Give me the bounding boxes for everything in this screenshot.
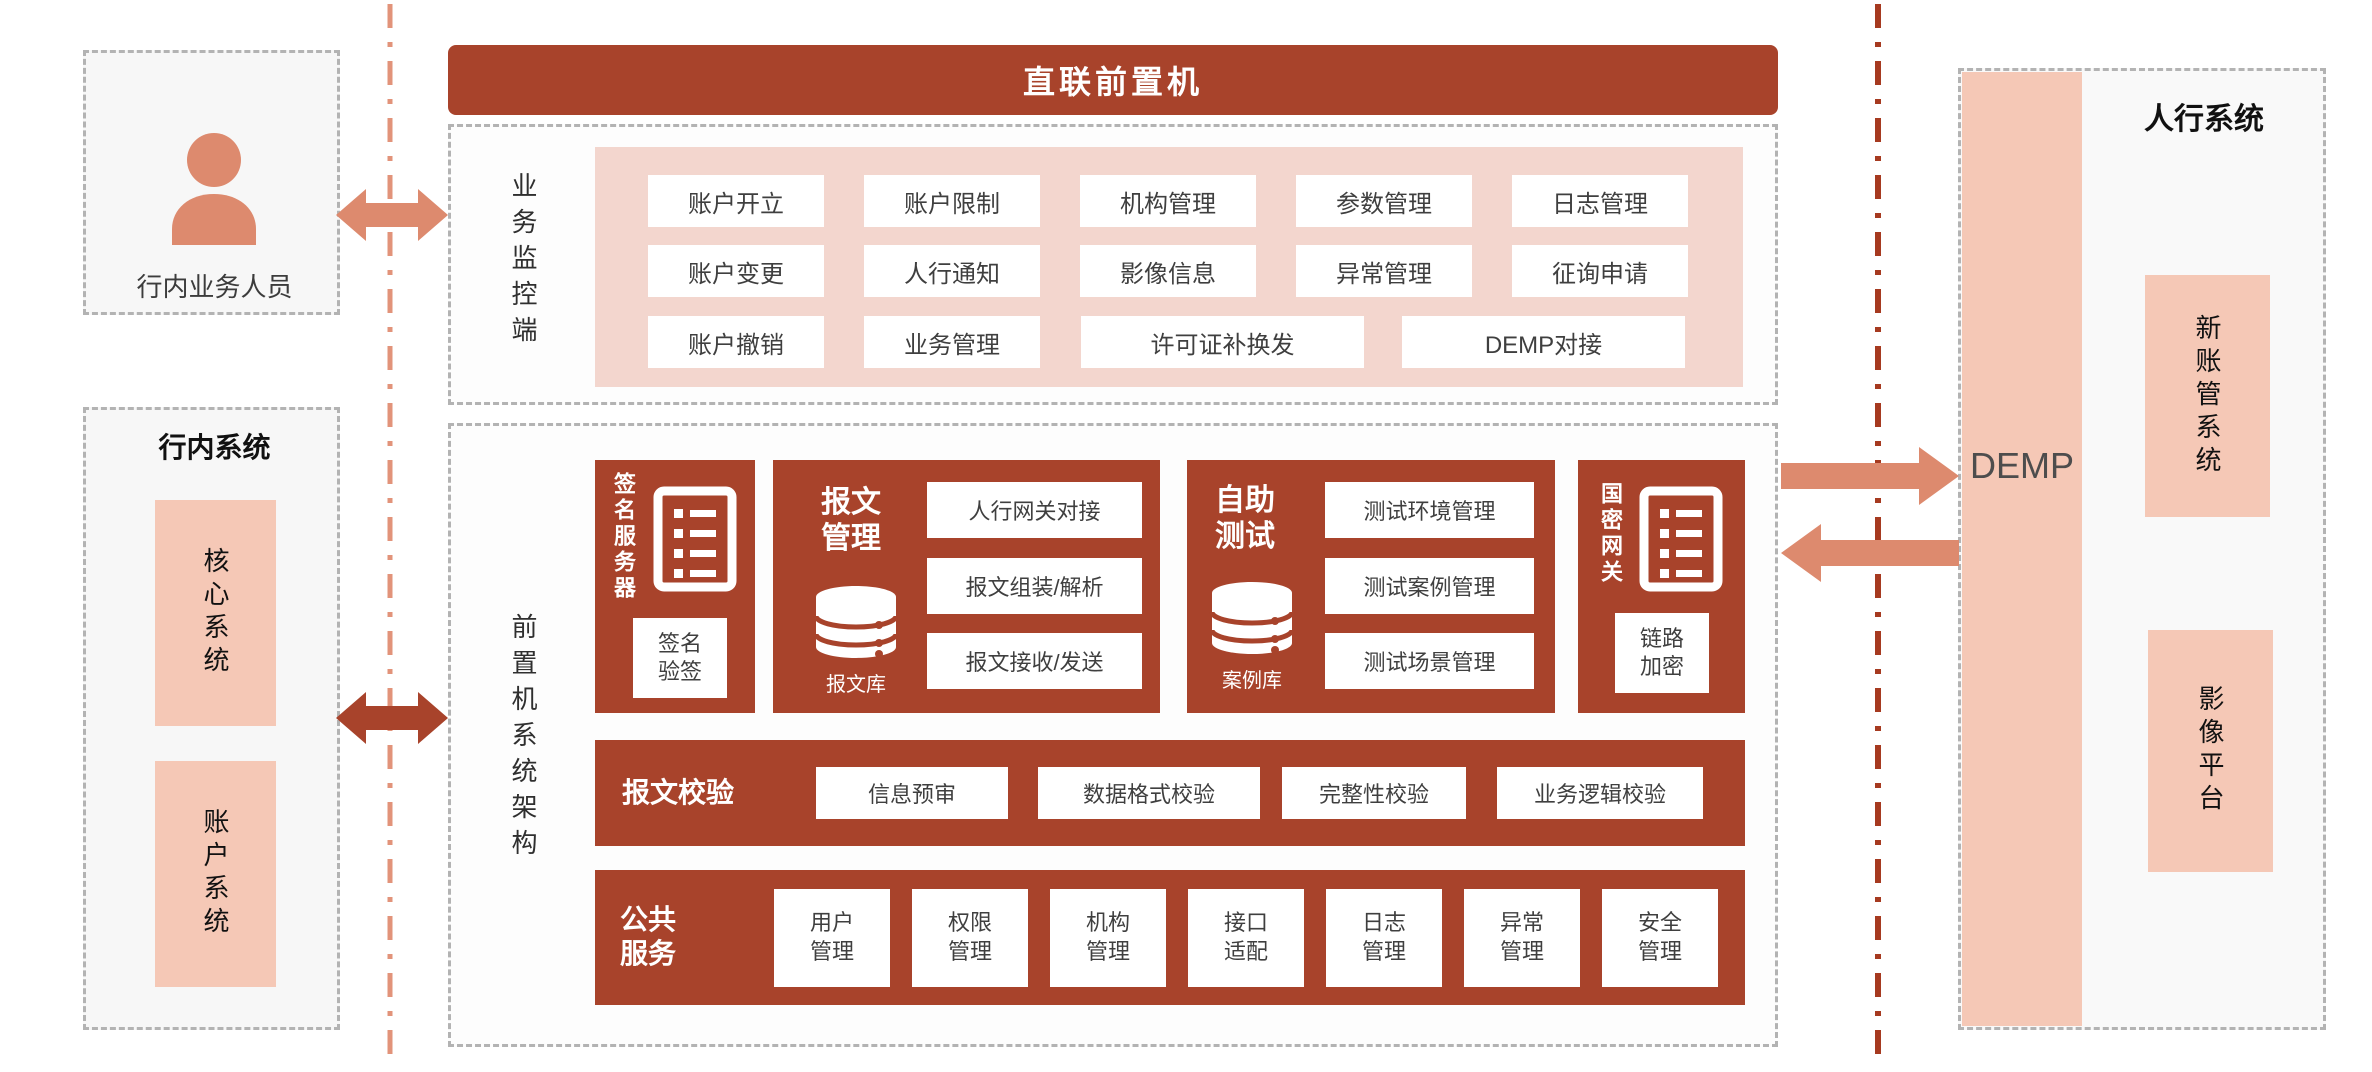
internal-systems-title: 行内系统 [158,432,271,463]
sign-verify-label: 签名验签 [657,630,702,684]
account-system-label: 账户系统 [200,808,230,940]
message-validation-title: 报文校验 [622,777,735,808]
exception-mgmt-label: 异常管理 [1499,910,1544,964]
link-encrypt-label: 链路加密 [1639,625,1684,679]
btn-license-reissue: 许可证补换发 [1081,316,1364,368]
btn-log-mgmt: 日志管理 [1512,175,1688,227]
new-account-system-label: 新账管系统 [2192,313,2222,479]
btn-exception-mgmt-common: 异常管理 [1464,889,1580,987]
image-platform-label: 影像平台 [2195,685,2225,817]
signature-server-block: 签名服务器 签名验签 [595,460,755,713]
crypto-gateway-title: 国密网关 [1598,482,1623,586]
btn-test-case-mgmt: 测试案例管理 [1325,558,1534,614]
btn-inquiry-apply: 征询申请 [1512,245,1688,297]
btn-param-mgmt: 参数管理 [1296,175,1472,227]
account-system-box: 账户系统 [155,761,276,987]
btn-image-info: 影像信息 [1080,245,1256,297]
org-mgmt-label: 机构管理 [1085,910,1130,964]
demp-bar [1962,72,2082,1026]
btn-business-mgmt: 业务管理 [864,316,1040,368]
btn-account-change: 账户变更 [648,245,824,297]
image-platform-box: 影像平台 [2148,630,2273,872]
crypto-list-icon [1639,486,1723,592]
internal-systems-box: 行内系统 核心系统 账户系统 [83,407,340,1030]
monitor-side-label: 业务监控端 [508,172,538,352]
personnel-label: 行内业务人员 [136,271,293,302]
btn-user-mgmt: 用户管理 [774,889,890,987]
security-mgmt-label: 安全管理 [1637,910,1682,964]
internal-architecture-arrow-icon [336,692,448,744]
new-account-system-box: 新账管系统 [2145,275,2270,517]
page-title: 直联前置机 [448,45,1778,115]
btn-test-scene-mgmt: 测试场景管理 [1325,633,1534,689]
core-system-label: 核心系统 [200,547,230,679]
common-services-bar: 公共服务 用户管理 权限管理 机构管理 接口适配 日志管理 异常管理 安全管理 [595,870,1745,1005]
pbc-system-title: 人行系统 [2144,103,2264,136]
from-demp-arrow-icon [1781,524,1959,582]
common-services-title: 公共服务 [620,904,677,969]
btn-exception-mgmt: 异常管理 [1296,245,1472,297]
btn-pbc-gateway-connect: 人行网关对接 [927,482,1142,538]
demp-label: DEMP [1969,445,2074,486]
btn-integrity-check: 完整性校验 [1282,767,1466,819]
self-test-title: 自助测试 [1215,484,1275,553]
core-system-box: 核心系统 [155,500,276,726]
btn-business-logic-check: 业务逻辑校验 [1497,767,1703,819]
message-validation-bar: 报文校验 信息预审 数据格式校验 完整性校验 业务逻辑校验 [595,740,1745,846]
crypto-gateway-block: 国密网关 链路加密 [1578,460,1745,713]
message-db-label: 报文库 [826,674,886,696]
btn-info-preview: 信息预审 [816,767,1008,819]
case-db-icon [1209,582,1295,654]
btn-account-open: 账户开立 [648,175,824,227]
btn-log-mgmt-common: 日志管理 [1326,889,1442,987]
case-db-label: 案例库 [1222,670,1282,692]
btn-perm-mgmt: 权限管理 [912,889,1028,987]
sign-verify-box: 签名验签 [633,618,727,698]
signature-list-icon [653,486,737,592]
btn-org-mgmt: 机构管理 [1080,175,1256,227]
btn-account-limit: 账户限制 [864,175,1040,227]
to-demp-arrow-icon [1781,447,1959,505]
message-mgmt-title: 报文管理 [821,486,881,555]
perm-mgmt-label: 权限管理 [947,910,992,964]
message-db-icon [813,586,899,658]
btn-message-send-receive: 报文接收/发送 [927,633,1142,689]
signature-server-title: 签名服务器 [611,472,636,602]
link-encrypt-box: 链路加密 [1615,613,1709,693]
personnel-monitor-arrow-icon [336,189,448,241]
btn-test-env-mgmt: 测试环境管理 [1325,482,1534,538]
log-mgmt-label: 日志管理 [1361,910,1406,964]
btn-org-mgmt-common: 机构管理 [1050,889,1166,987]
btn-account-cancel: 账户撤销 [648,316,824,368]
interface-adapt-label: 接口适配 [1223,910,1268,964]
btn-security-mgmt: 安全管理 [1602,889,1718,987]
btn-data-format-check: 数据格式校验 [1038,767,1260,819]
btn-message-assemble-parse: 报文组装/解析 [927,558,1142,614]
btn-demp-connect: DEMP对接 [1402,316,1685,368]
self-test-block: 自助测试 案例库 测试环境管理 测试案例管理 测试场景管理 [1187,460,1555,713]
btn-pbc-notice: 人行通知 [864,245,1040,297]
user-mgmt-label: 用户管理 [809,910,854,964]
architecture-side-label: 前置机系统架构 [508,613,538,865]
person-icon [172,133,256,245]
btn-interface-adapt: 接口适配 [1188,889,1304,987]
message-mgmt-block: 报文管理 报文库 人行网关对接 报文组装/解析 报文接收/发送 [773,460,1160,713]
personnel-box: 行内业务人员 [83,50,340,315]
